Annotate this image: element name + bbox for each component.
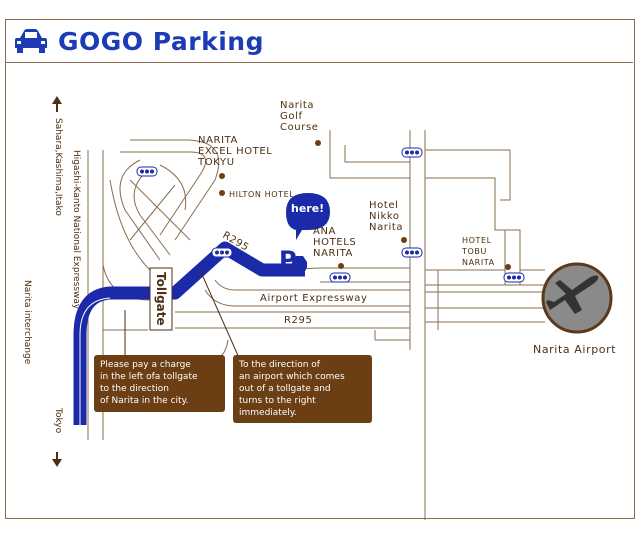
road-line bbox=[329, 130, 411, 179]
narita-interchange-label: Narita interchange bbox=[22, 280, 32, 365]
tokyo-label: Tokyo bbox=[53, 408, 63, 434]
road-line bbox=[129, 179, 191, 241]
excel-hotel-dot bbox=[219, 173, 225, 179]
note-pointer bbox=[199, 269, 241, 361]
road-line bbox=[119, 159, 161, 261]
here-marker bbox=[286, 193, 330, 240]
interchange-marker bbox=[211, 247, 233, 258]
tobu-hotel-dot bbox=[505, 264, 511, 270]
hilton-hotel-label: HILTON HOTEL bbox=[229, 190, 295, 199]
tollgate-box bbox=[149, 267, 173, 331]
road-line bbox=[425, 149, 511, 201]
road-line bbox=[120, 151, 207, 236]
ana-hotel-dot bbox=[338, 263, 344, 269]
higashi-kanto-label: Higashi-Kanto National Expressway bbox=[71, 150, 81, 310]
road-line bbox=[344, 145, 410, 163]
road-line bbox=[130, 139, 220, 241]
sahara-label: Sahara,Kashima,Itako bbox=[53, 118, 63, 216]
arrow-down-icon bbox=[52, 452, 62, 467]
arrow-up-icon bbox=[52, 96, 62, 112]
road-line bbox=[204, 289, 236, 307]
road-line bbox=[159, 164, 187, 211]
road-line bbox=[109, 179, 151, 271]
interchange-marker bbox=[401, 247, 423, 258]
interchange-marker bbox=[401, 147, 423, 158]
tollgate-label: Tollgate bbox=[154, 272, 168, 326]
interchange-marker bbox=[503, 272, 525, 283]
page-title: GOGO Parking bbox=[58, 27, 264, 56]
interchange-marker bbox=[329, 272, 351, 283]
road-line bbox=[425, 177, 521, 285]
r295-label: R295 bbox=[284, 315, 313, 326]
header-bar bbox=[6, 20, 633, 63]
airport-label: Narita Airport bbox=[533, 343, 617, 356]
airport-icon bbox=[541, 262, 613, 334]
car-icon bbox=[15, 29, 47, 53]
airport-expressway-label: Airport Expressway bbox=[260, 293, 368, 304]
here-label: here! bbox=[291, 202, 325, 215]
nikko-hotel-dot bbox=[401, 237, 407, 243]
route-highlight bbox=[79, 297, 111, 425]
interchange-marker bbox=[136, 166, 158, 177]
golf-dot bbox=[315, 140, 321, 146]
hilton-hotel-dot bbox=[219, 190, 225, 196]
road-line bbox=[129, 184, 176, 241]
parking-icon: P bbox=[279, 246, 307, 274]
road-line bbox=[214, 279, 236, 291]
map-frame bbox=[5, 19, 635, 519]
